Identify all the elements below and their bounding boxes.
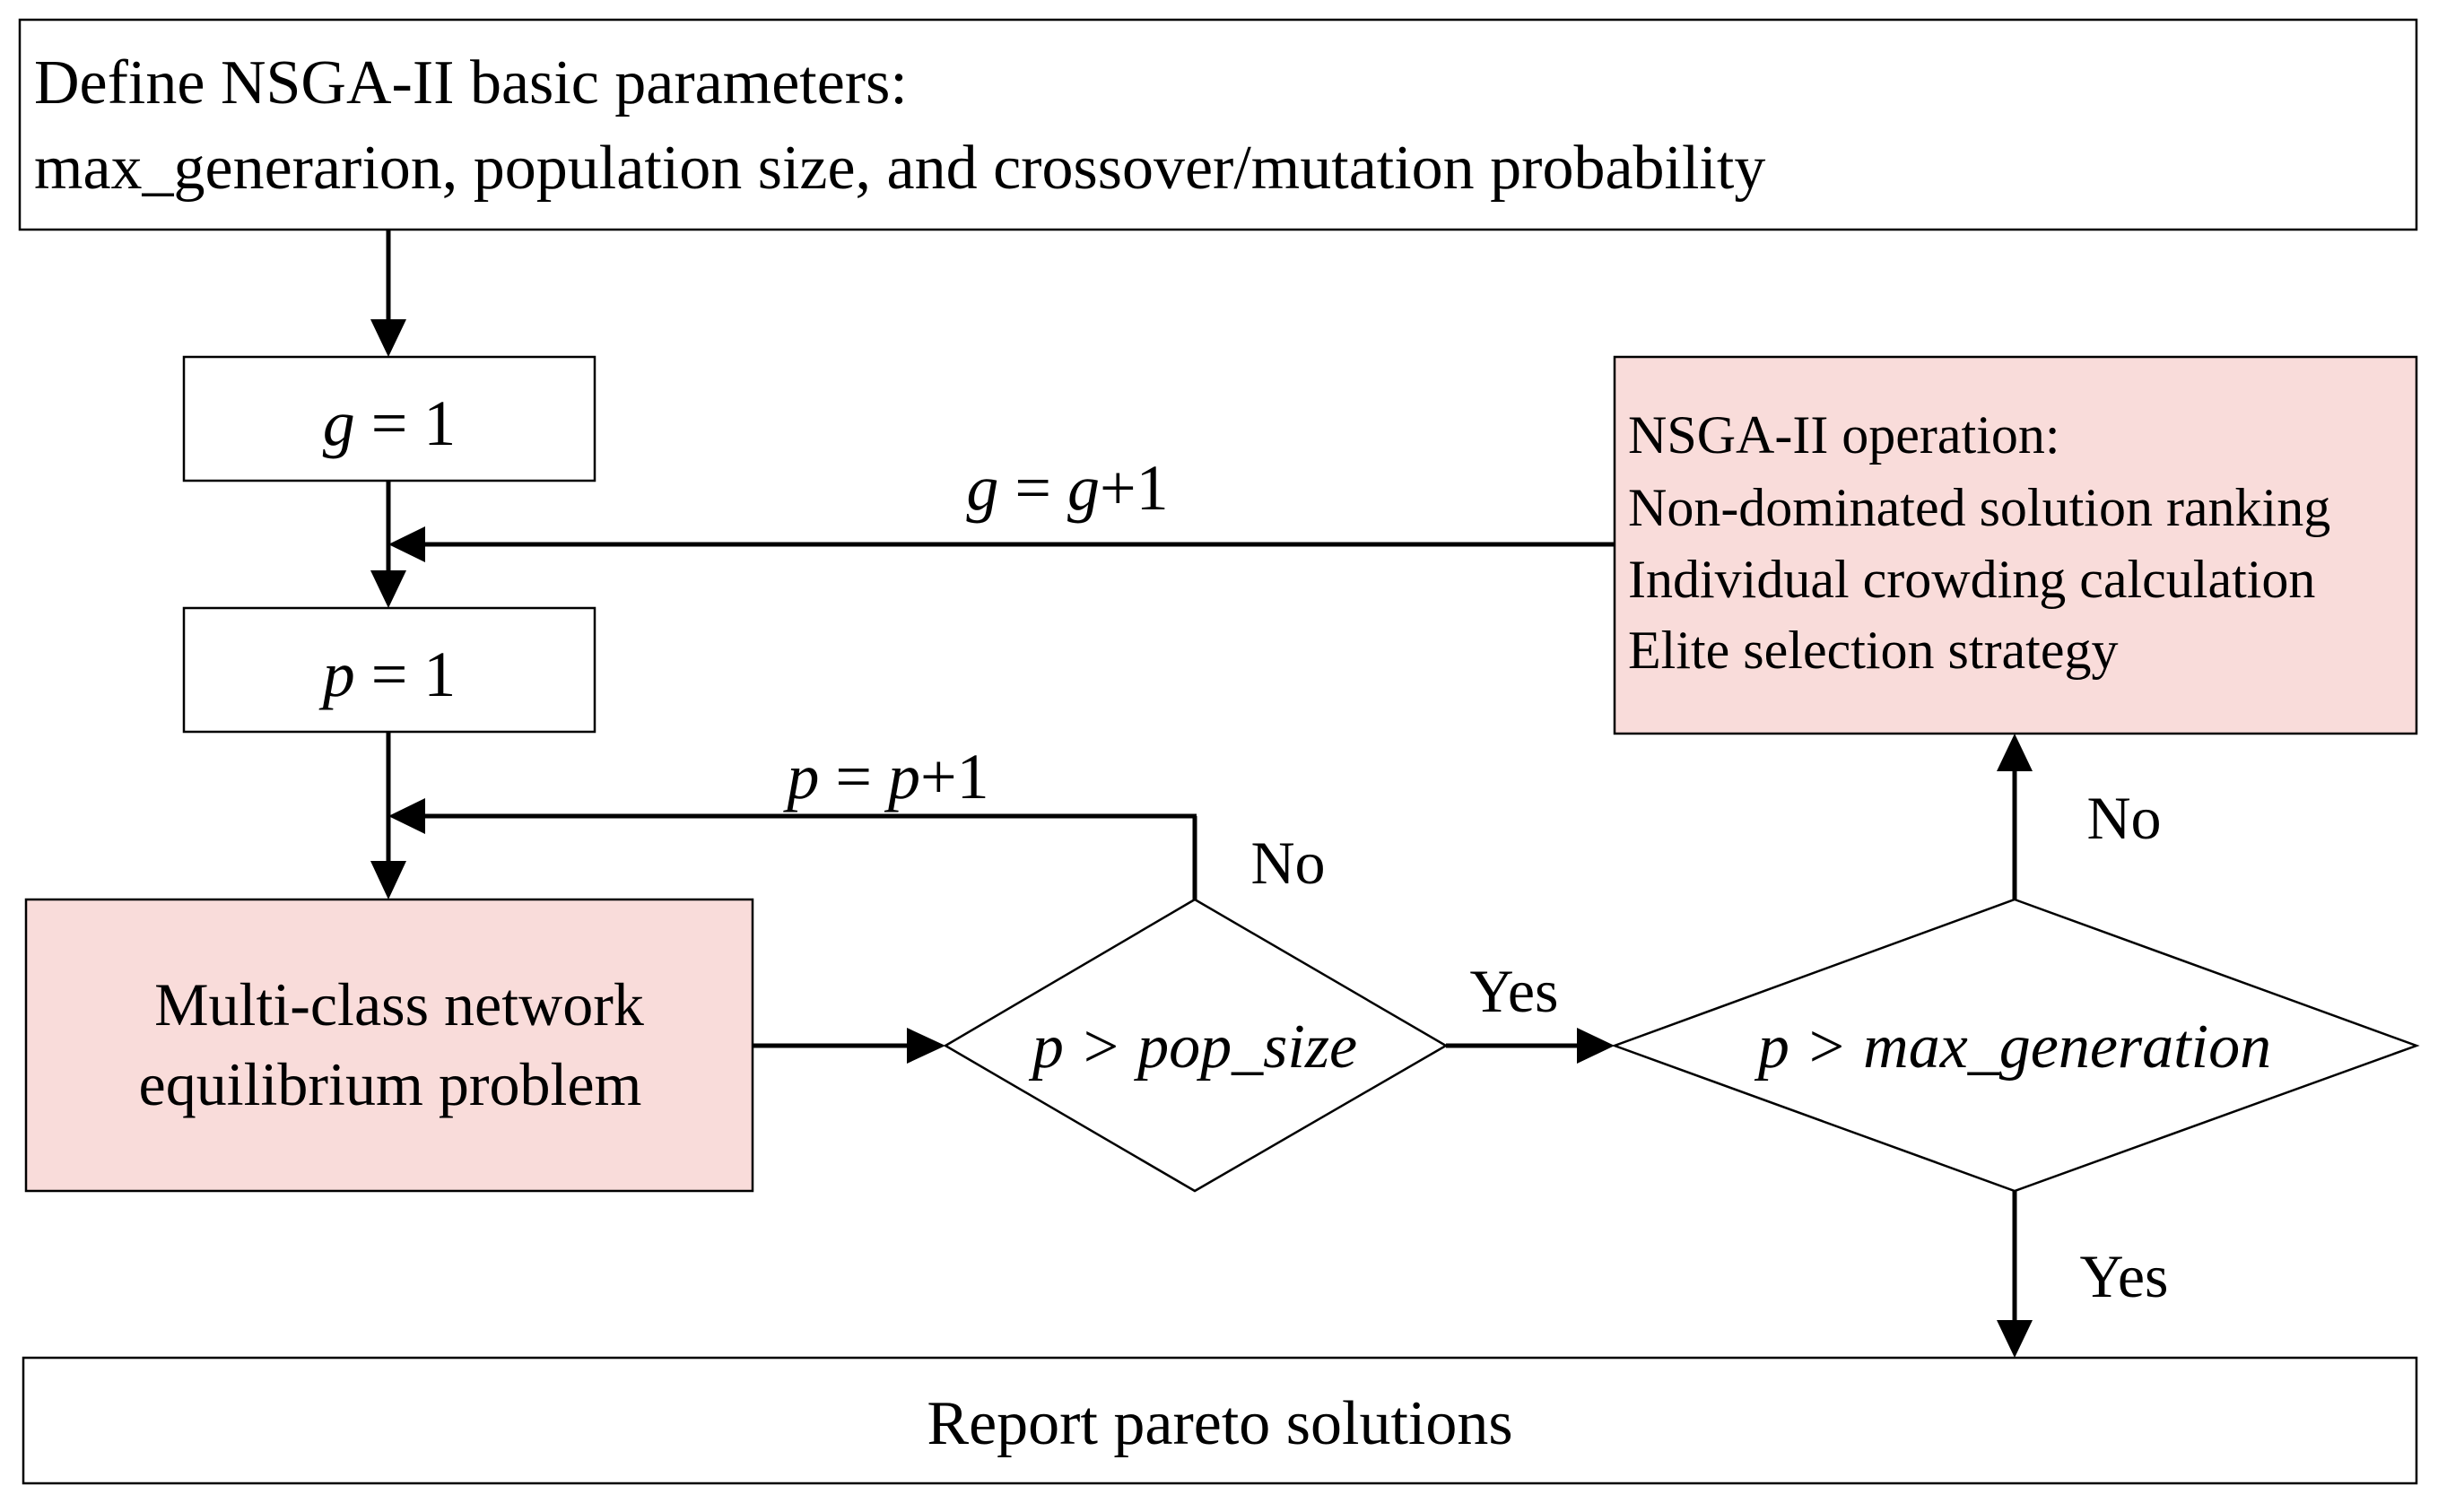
p-init-label: p = 1 xyxy=(318,639,457,710)
arrow-g-to-p xyxy=(370,481,406,608)
nsga-operation-box: NSGA-II operation: Non-dominated solutio… xyxy=(1613,355,2418,735)
arrow-pop-to-gen-check: Yes xyxy=(1446,957,1615,1064)
arrow-gen-to-report: Yes xyxy=(1997,1191,2168,1358)
gen-no-label: No xyxy=(2086,784,2161,852)
p-increment-loop: p = p+1 No xyxy=(388,741,1326,899)
g-init-box: g = 1 xyxy=(182,355,596,482)
max-generation-decision: p > max_generation xyxy=(1611,898,2420,1193)
gen-yes-label: Yes xyxy=(2080,1242,2169,1310)
nsga-ops-title: NSGA-II operation: xyxy=(1628,405,2060,465)
pop-size-decision: p > pop_size xyxy=(943,898,1449,1193)
init-line-1: Define NSGA-II basic parameters: xyxy=(34,48,908,117)
arrow-equilibrium-to-pop-check xyxy=(753,1028,945,1064)
arrow-p-to-equilibrium xyxy=(370,732,406,899)
p-init-box: p = 1 xyxy=(182,606,596,734)
pop-no-label: No xyxy=(1250,829,1325,897)
report-label: Report pareto solutions xyxy=(927,1389,1512,1458)
gen-check-label: p > max_generation xyxy=(1754,1012,2271,1082)
nsga-ops-item: Non-dominated solution ranking xyxy=(1628,478,2330,537)
init-parameters-box: Define NSGA-II basic parameters: max_gen… xyxy=(18,18,2418,231)
report-box: Report pareto solutions xyxy=(22,1356,2418,1485)
arrow-init-to-g xyxy=(370,230,406,357)
init-line-2: max_generarion, population size, and cro… xyxy=(34,134,1765,203)
nsga-ops-item: Individual crowding calculation xyxy=(1628,550,2315,609)
pop-check-label: p > pop_size xyxy=(1028,1012,1357,1082)
equilibrium-line-2: equilibrium problem xyxy=(139,1050,642,1118)
g-init-label: g = 1 xyxy=(323,387,457,459)
arrow-gen-to-nsga-ops: No xyxy=(1997,734,2162,899)
g-increment-loop: g = g+1 xyxy=(388,452,1615,562)
p-increment-label: p = p+1 xyxy=(782,741,988,812)
g-increment-label: g = g+1 xyxy=(966,452,1168,524)
nsga-ops-item: Elite selection strategy xyxy=(1628,621,2118,680)
equilibrium-line-1: Multi-class network xyxy=(154,970,644,1038)
pop-yes-label: Yes xyxy=(1470,957,1559,1025)
equilibrium-problem-box: Multi-class network equilibrium problem xyxy=(24,898,754,1193)
